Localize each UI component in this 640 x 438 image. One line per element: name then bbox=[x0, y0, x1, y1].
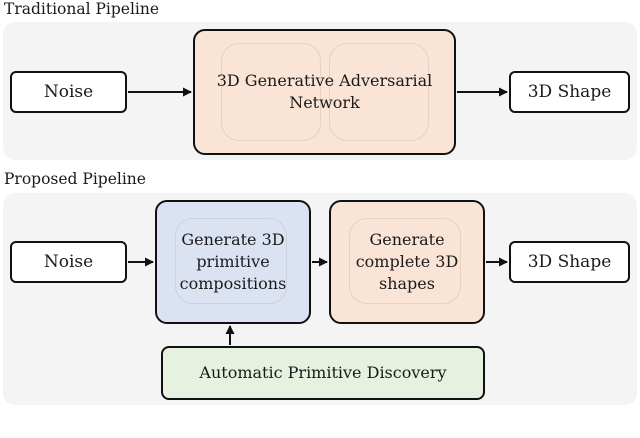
primitive-discovery-box: Automatic Primitive Discovery bbox=[161, 346, 485, 400]
traditional-output-label: 3D Shape bbox=[527, 82, 612, 102]
complete-shapes-label: Generate complete 3D shapes bbox=[355, 230, 459, 293]
primitive-compositions-label: Generate 3D primitive compositions bbox=[179, 230, 287, 293]
watermark-shape bbox=[175, 218, 287, 304]
traditional-output-box: 3D Shape bbox=[509, 71, 630, 113]
proposed-output-box: 3D Shape bbox=[509, 241, 630, 283]
watermark-shape bbox=[221, 43, 321, 141]
primitive-compositions-box: Generate 3D primitive compositions bbox=[155, 200, 311, 324]
proposed-noise-box: Noise bbox=[10, 241, 127, 283]
traditional-noise-box: Noise bbox=[10, 71, 127, 113]
watermark-shape bbox=[329, 43, 429, 141]
traditional-pipeline-title: Traditional Pipeline bbox=[4, 0, 160, 18]
gan-box: 3D Generative Adversarial Network bbox=[193, 29, 456, 155]
traditional-noise-label: Noise bbox=[43, 82, 94, 102]
proposed-pipeline-title: Proposed Pipeline bbox=[4, 170, 146, 188]
gan-label: 3D Generative Adversarial Network bbox=[216, 71, 433, 112]
complete-shapes-box: Generate complete 3D shapes bbox=[329, 200, 485, 324]
proposed-output-label: 3D Shape bbox=[527, 252, 612, 272]
proposed-noise-label: Noise bbox=[43, 252, 94, 272]
primitive-discovery-label: Automatic Primitive Discovery bbox=[199, 363, 447, 382]
watermark-shape bbox=[349, 218, 461, 304]
